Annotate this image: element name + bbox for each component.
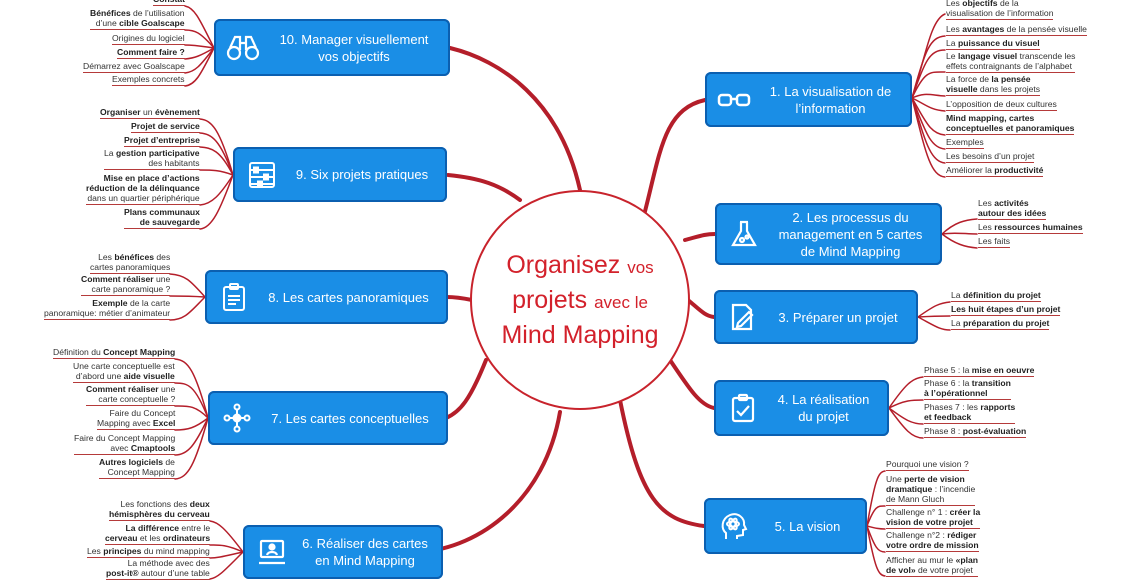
leaf-n4-1[interactable]: Phase 5 : la mise en oeuvre bbox=[924, 365, 1035, 377]
leaf-n2-2[interactable]: Les ressources humaines bbox=[978, 222, 1083, 234]
node-4-label: 4. La réalisation du projet bbox=[777, 392, 870, 424]
branch-n1 bbox=[638, 98, 707, 232]
node-3-preparer[interactable]: 3. Préparer un projet bbox=[714, 290, 918, 344]
head-atom-icon bbox=[716, 511, 750, 541]
leaf-n3-2[interactable]: Les huit étapes d’un projet bbox=[951, 304, 1061, 316]
node-6-label: 6. Réaliser des cartes en Mind Mapping bbox=[302, 536, 428, 568]
node-7-label: 7. Les cartes conceptuelles bbox=[271, 410, 429, 426]
node-8-cartes-panoramiques[interactable]: 8. Les cartes panoramiques bbox=[205, 270, 448, 324]
branch-n7 bbox=[444, 358, 488, 420]
node-2-label: 2. Les processus du management en 5 cart… bbox=[778, 209, 923, 259]
node-9-six-projets[interactable]: 9. Six projets pratiques bbox=[233, 147, 447, 202]
leaf-n1-10[interactable]: Améliorer la productivité bbox=[946, 165, 1044, 177]
node-4-realisation[interactable]: 4. La réalisation du projet bbox=[714, 380, 889, 436]
branch-n9 bbox=[446, 173, 522, 202]
leaf-n10-3[interactable]: Origines du logiciel bbox=[112, 33, 185, 45]
node-1-label: 1. La visualisation de l’information bbox=[769, 83, 892, 116]
center-line1-small: vos bbox=[627, 258, 654, 277]
leaf-n7-1[interactable]: Définition du Concept Mapping bbox=[53, 347, 176, 359]
leaf-n10-1[interactable]: Constat bbox=[153, 0, 185, 6]
leaf-n9-2[interactable]: Projet de service bbox=[131, 121, 200, 133]
node-1-visualisation[interactable]: 1. La visualisation de l’information bbox=[705, 72, 912, 127]
binoculars-icon bbox=[226, 33, 260, 63]
leaf-n2-3[interactable]: Les faits bbox=[978, 236, 1011, 248]
node-8-label: 8. Les cartes panoramiques bbox=[268, 289, 429, 305]
branch-n4 bbox=[668, 358, 716, 410]
node-2-processus[interactable]: 2. Les processus du management en 5 cart… bbox=[715, 203, 942, 265]
leaf-n3-1[interactable]: La définition du projet bbox=[951, 290, 1041, 302]
leaf-n1-6[interactable]: L’opposition de deux cultures bbox=[946, 99, 1057, 111]
glasses-icon bbox=[717, 85, 751, 115]
node-5-vision[interactable]: 5. La vision bbox=[704, 498, 867, 554]
node-9-label: 9. Six projets pratiques bbox=[295, 167, 429, 182]
leaf-n1-9[interactable]: Les besoins d’un projet bbox=[946, 151, 1035, 163]
leaf-n10-6[interactable]: Exemples concrets bbox=[112, 74, 185, 86]
central-topic: Organisez vos projets avec le Mind Mappi… bbox=[470, 190, 690, 410]
abacus-icon bbox=[245, 160, 279, 190]
clipboard-check-icon bbox=[726, 393, 760, 423]
leaf-n1-2[interactable]: Les avantages de la pensée visuelle bbox=[946, 24, 1087, 36]
node-3-label: 3. Préparer un projet bbox=[778, 309, 898, 325]
node-7-cartes-conceptuelles[interactable]: 7. Les cartes conceptuelles bbox=[208, 391, 448, 445]
document-pencil-icon bbox=[726, 302, 760, 332]
clipboard-chart-icon bbox=[217, 282, 251, 312]
node-6-realiser-cartes[interactable]: 6. Réaliser des cartes en Mind Mapping bbox=[243, 525, 443, 579]
computer-user-icon bbox=[255, 537, 289, 567]
leaf-n4-4[interactable]: Phase 8 : post-évaluation bbox=[924, 426, 1027, 438]
branch-n5 bbox=[618, 398, 706, 528]
center-line2-big: projets bbox=[512, 286, 588, 314]
branch-n2 bbox=[683, 232, 717, 242]
branch-n10 bbox=[448, 46, 582, 192]
center-line2-small: avec le bbox=[594, 293, 648, 312]
leaf-n9-1[interactable]: Organiser un évènement bbox=[100, 107, 200, 119]
branch-n8 bbox=[445, 295, 474, 302]
leaf-n1-8[interactable]: Exemples bbox=[946, 137, 984, 149]
center-line3: Mind Mapping bbox=[501, 321, 659, 349]
branch-n3 bbox=[686, 298, 716, 319]
leaf-n10-4[interactable]: Comment faire ? bbox=[117, 47, 185, 59]
leaf-n1-3[interactable]: La puissance du visuel bbox=[946, 38, 1040, 50]
node-10-manager-visuellement[interactable]: 10. Manager visuellement vos objectifs bbox=[214, 19, 450, 76]
leaf-n10-5[interactable]: Démarrez avec Goalscape bbox=[83, 61, 185, 73]
center-line1-big: Organisez bbox=[506, 251, 621, 279]
flask-icon bbox=[727, 219, 761, 249]
leaf-n3-3[interactable]: La préparation du projet bbox=[951, 318, 1050, 330]
network-icon bbox=[220, 403, 254, 433]
leaf-n9-3[interactable]: Projet d’entreprise bbox=[124, 135, 200, 147]
leaf-n5-1[interactable]: Pourquoi une vision ? bbox=[886, 459, 969, 471]
leaf-n6-3[interactable]: Les principes du mind mapping bbox=[87, 546, 210, 558]
node-10-label: 10. Manager visuellement vos objectifs bbox=[279, 31, 429, 64]
node-5-label: 5. La vision bbox=[774, 518, 841, 534]
